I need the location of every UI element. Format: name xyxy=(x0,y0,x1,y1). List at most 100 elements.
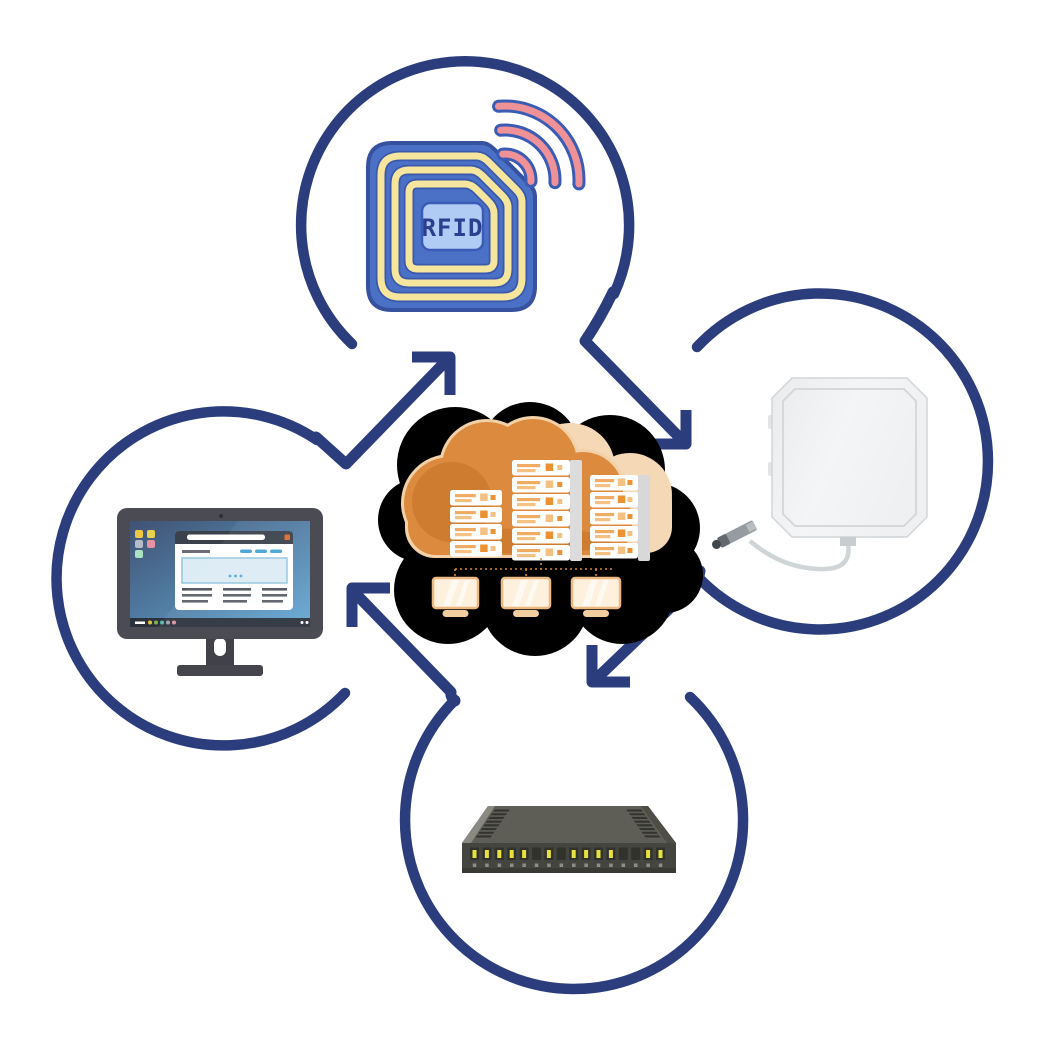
text-line xyxy=(262,594,287,597)
arrow-reader-to-computer xyxy=(346,582,461,707)
taskbar-dot xyxy=(166,620,170,625)
taskbar-dot xyxy=(160,620,164,625)
server-led xyxy=(557,550,563,555)
nav-link-pill xyxy=(255,549,267,553)
server-led xyxy=(490,512,496,517)
arrowhead-down-right xyxy=(652,410,692,450)
arrowhead-up-right xyxy=(412,351,456,395)
server-stripe xyxy=(455,550,472,554)
antenna-port-tab xyxy=(840,537,856,546)
vent-slot xyxy=(626,809,643,812)
port-dot xyxy=(472,863,477,867)
server-stripe xyxy=(595,552,611,556)
server-led xyxy=(480,510,488,518)
server-stripe xyxy=(595,547,615,551)
arrowhead-down-left xyxy=(586,645,630,688)
cloud-servers-icon xyxy=(378,402,703,656)
server-led xyxy=(545,497,554,505)
port-dot xyxy=(547,863,551,867)
nav-link-pill xyxy=(270,549,282,553)
server-stripe xyxy=(517,537,536,541)
taskbar-dot xyxy=(172,620,176,625)
server-led xyxy=(545,480,554,488)
terminal-stand xyxy=(442,610,469,617)
monitor-stand-base xyxy=(177,665,263,676)
close-button xyxy=(284,534,290,540)
port-led xyxy=(608,850,613,858)
terminal-stand xyxy=(513,610,539,617)
port-dot xyxy=(609,863,613,867)
desktop-icon xyxy=(147,540,155,548)
server-stripe xyxy=(455,511,476,515)
reader-right-bevel xyxy=(641,806,676,843)
desktop-icon xyxy=(135,530,143,538)
vent-slot xyxy=(483,824,500,827)
port-led xyxy=(596,850,601,858)
cycle-ring-bottom xyxy=(399,691,749,995)
server-stripe xyxy=(517,554,536,558)
reader-port xyxy=(618,847,628,860)
server-side-panels xyxy=(570,460,650,561)
server-led xyxy=(617,529,626,537)
port-dot xyxy=(510,863,514,867)
terminal-glare xyxy=(582,580,598,606)
server-stripe xyxy=(517,481,541,485)
port-dot xyxy=(559,863,564,867)
webcam-icon xyxy=(219,514,223,518)
vent-slot xyxy=(488,816,505,819)
desktop-icons xyxy=(135,530,155,558)
server-stripe xyxy=(455,545,476,549)
server-led xyxy=(617,478,626,486)
text-line xyxy=(223,600,247,603)
taskbar-dot xyxy=(154,620,158,625)
text-line xyxy=(223,588,251,591)
server-led xyxy=(557,482,563,487)
vent-slot xyxy=(628,813,646,816)
vent-slot xyxy=(480,828,498,831)
tag-ring xyxy=(391,166,512,287)
reader-left-bevel xyxy=(462,806,495,843)
page-title-line xyxy=(182,550,210,553)
server-stripe xyxy=(595,530,615,534)
port-led xyxy=(658,850,663,858)
server-stripe xyxy=(517,486,536,490)
server-stripe xyxy=(517,549,541,553)
content-text-lines xyxy=(182,588,287,603)
server-stripe xyxy=(517,503,536,507)
server-stripe xyxy=(517,469,536,473)
taskbar-dot xyxy=(148,620,152,625)
port-dot xyxy=(584,863,588,867)
server-led xyxy=(557,533,563,538)
vent-slot xyxy=(643,835,661,838)
antenna-icon xyxy=(712,377,928,572)
text-line xyxy=(182,600,208,603)
tag-ring xyxy=(377,152,526,301)
desktop-icon xyxy=(135,540,143,548)
server-led xyxy=(617,546,626,554)
server-stacks xyxy=(450,460,638,561)
port-dot xyxy=(534,863,539,867)
port-dot xyxy=(596,863,601,867)
browser-window xyxy=(175,531,293,610)
server-stripe xyxy=(455,528,476,532)
port-led xyxy=(571,850,576,858)
reader-bottom-shadow xyxy=(462,868,676,873)
vent-slot xyxy=(633,820,651,823)
vent-slot xyxy=(641,831,658,834)
arrowhead-up-left xyxy=(346,582,390,627)
server-led xyxy=(627,531,633,536)
server-led xyxy=(545,463,554,471)
desktop-icon xyxy=(135,550,143,558)
port-dot xyxy=(658,863,663,867)
port-led xyxy=(646,850,651,858)
cycle-ring-left xyxy=(51,406,351,751)
text-line xyxy=(262,600,283,603)
ellipsis-dots xyxy=(228,574,243,578)
server-led xyxy=(480,493,488,501)
desktop-icon xyxy=(147,530,155,538)
terminal-glare xyxy=(443,580,459,606)
server-led xyxy=(617,495,626,503)
server-stripe xyxy=(517,515,541,519)
cycle-ring-top xyxy=(295,55,635,350)
text-line xyxy=(182,588,212,591)
